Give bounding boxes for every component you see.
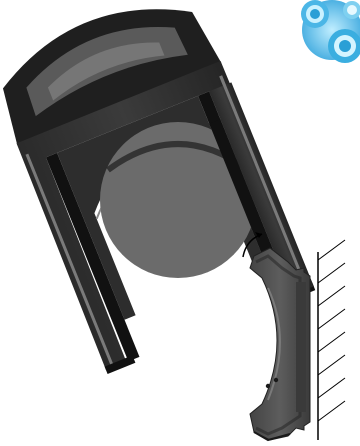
wall-surface (318, 240, 345, 440)
wall-mount-cradle (250, 248, 310, 440)
blue-swirl-icon (301, 0, 360, 63)
